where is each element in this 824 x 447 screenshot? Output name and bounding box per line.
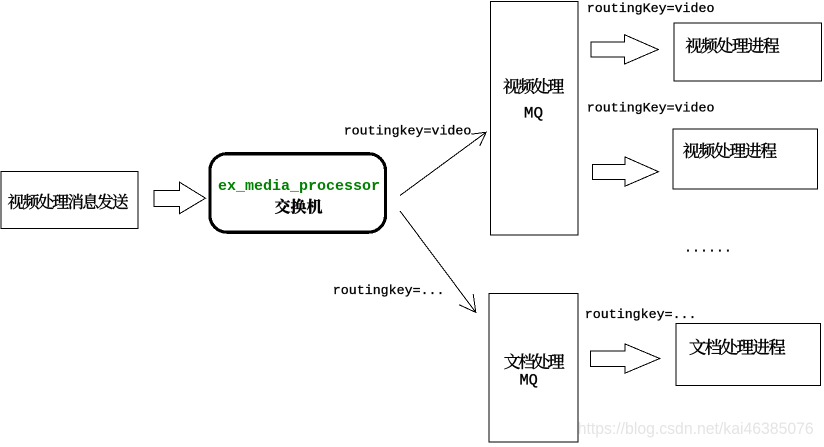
svg-text:routingKey=video: routingKey=video (587, 1, 715, 16)
svg-text:......: ...... (684, 241, 732, 256)
svg-text:MQ: MQ (520, 372, 538, 390)
svg-text:ex_media_processor: ex_media_processor (218, 178, 380, 195)
svg-text:MQ: MQ (524, 104, 543, 122)
svg-text:routingkey=...: routingkey=... (333, 283, 445, 298)
svg-text:routingKey=video: routingKey=video (587, 100, 715, 115)
svg-text:https://blog.csdn.net/kai46385: https://blog.csdn.net/kai46385076 (578, 419, 814, 438)
svg-text:routingkey=...: routingkey=... (585, 307, 697, 322)
svg-text:routingkey=video: routingkey=video (344, 124, 472, 139)
